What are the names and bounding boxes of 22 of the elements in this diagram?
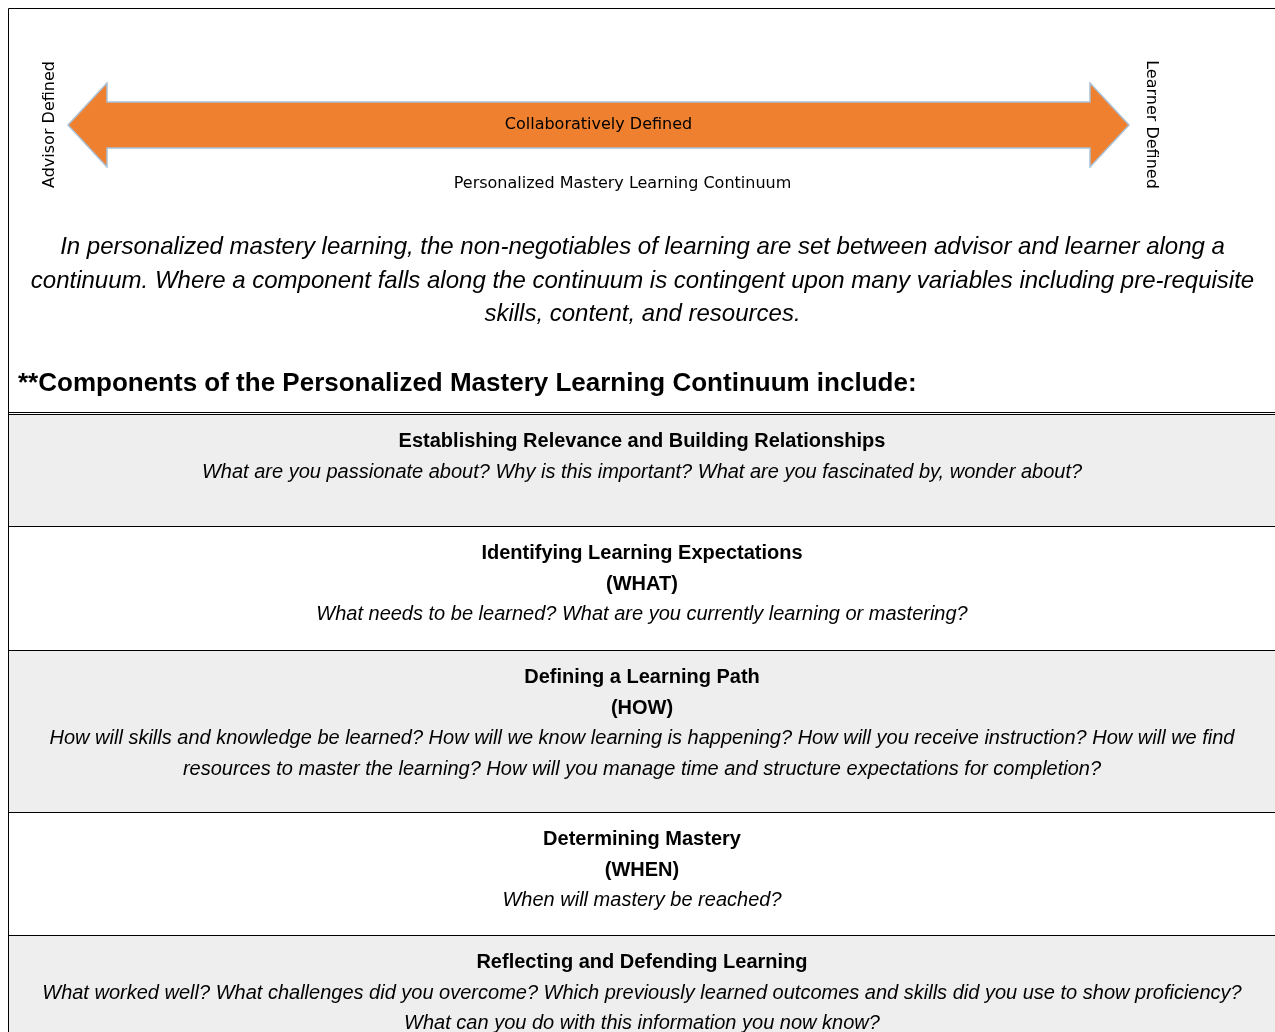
component-heading: Establishing Relevance and Building Relationships bbox=[397, 428, 887, 453]
component-heading: (WHEN) bbox=[603, 856, 681, 882]
arrow-label: Collaboratively Defined bbox=[503, 114, 694, 133]
question-text: What needs to be learned? What are you currently learning or mastering? bbox=[315, 601, 969, 626]
component-heading: (WHAT) bbox=[605, 570, 679, 596]
component-heading: Reflecting and Defending Learning bbox=[475, 949, 809, 974]
double-arrow bbox=[67, 82, 1130, 168]
question-text: When will mastery be reached? bbox=[501, 887, 783, 912]
component-row bbox=[8, 414, 1275, 526]
description-text: In personalized mastery learning, the non-negotiables of learning are set between advisor and learner along a continuum. Where a component falls along the continuum is contingent upon many variables including pre-requisite skills, content, and resources. bbox=[29, 231, 1256, 328]
axis-end-label: Advisor Defined bbox=[38, 60, 58, 190]
axis-end-label: Learner Defined bbox=[1142, 59, 1162, 191]
component-heading: Identifying Learning Expectations bbox=[480, 540, 804, 565]
component-heading: Defining a Learning Path bbox=[523, 664, 761, 689]
question-text: How will skills and knowledge be learned? How will we know learning is happening? How will you receive instruction? How will we find resources to master the learning? How will you manage time and structure expectations for completion? bbox=[48, 725, 1236, 781]
section-heading: **Components of the Personalized Mastery Learning Continuum include: bbox=[18, 367, 918, 398]
component-heading: (HOW) bbox=[609, 694, 675, 720]
question-text: What are you passionate about? Why is this important? What are you fascinated by, wonder about? bbox=[200, 458, 1084, 484]
component-heading: Determining Mastery bbox=[542, 826, 742, 851]
continuum-caption: Personalized Mastery Learning Continuum bbox=[452, 173, 793, 192]
component-row bbox=[8, 650, 1275, 812]
component-row bbox=[8, 935, 1275, 1032]
